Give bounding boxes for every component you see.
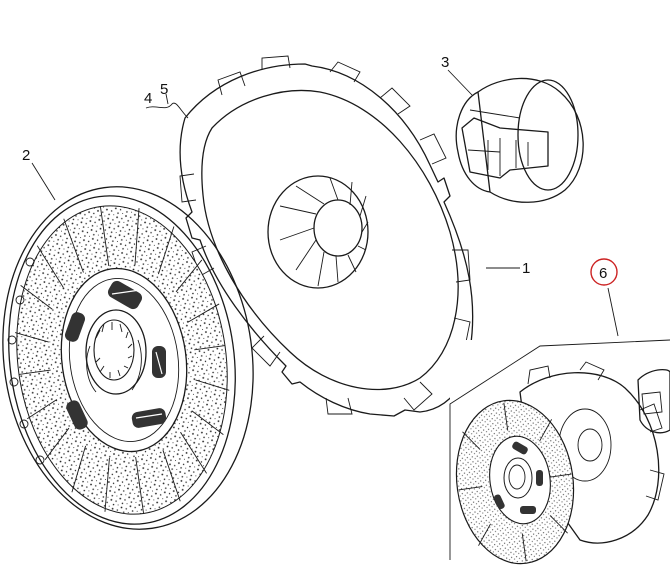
callout-3: 3	[441, 54, 449, 71]
callout-6: 6	[599, 265, 607, 282]
callout-labels: 1 2 3 4 5 6	[22, 54, 618, 286]
callout-1: 1	[522, 260, 530, 277]
callout-4: 4	[144, 90, 152, 107]
assembly-inset	[449, 339, 670, 565]
callout-6-highlight-ring	[590, 258, 618, 286]
release-bearing	[455, 77, 584, 203]
clutch-disc	[2, 186, 254, 530]
callout-5: 5	[160, 81, 168, 98]
callout-2: 2	[22, 147, 30, 164]
leader-lines	[31, 69, 619, 337]
